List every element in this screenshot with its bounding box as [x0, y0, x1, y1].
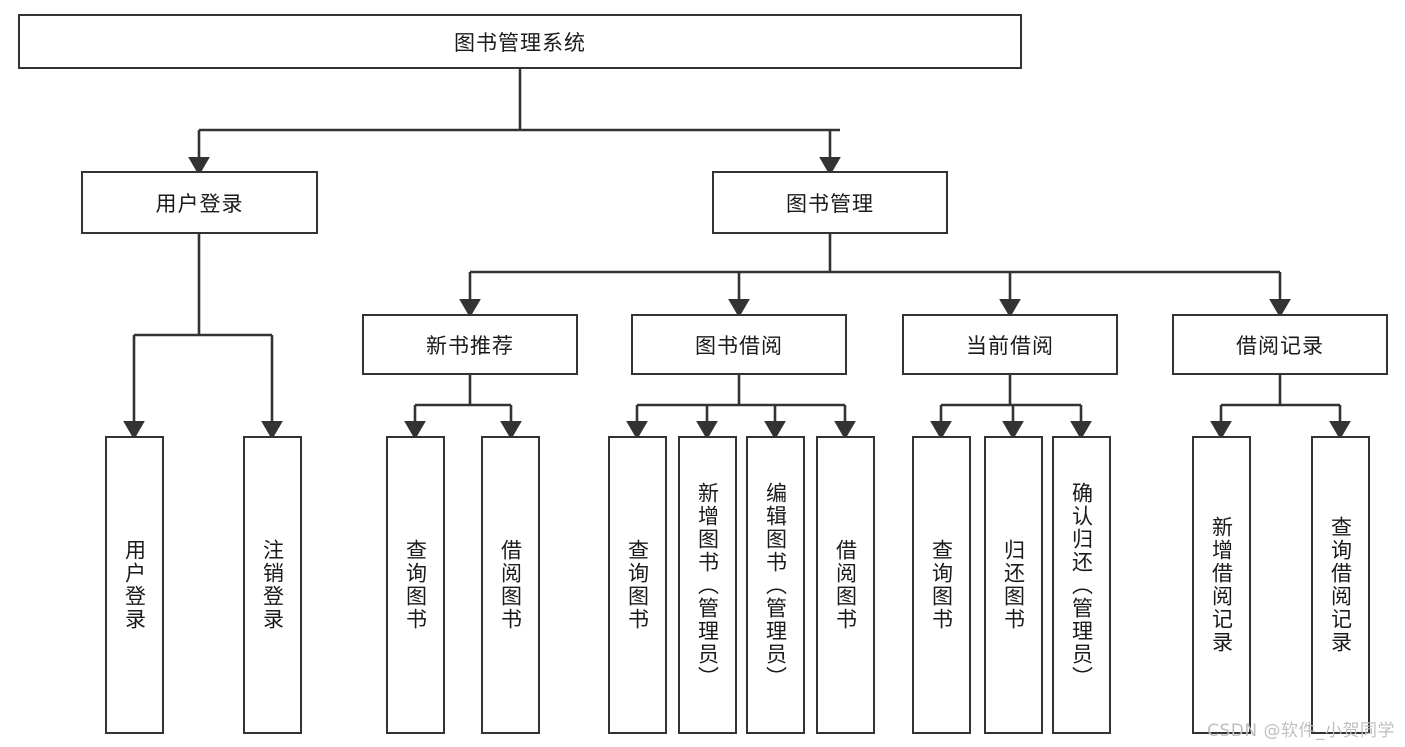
- node-leaf-add-book-label: 新增图书（管理员）: [695, 481, 720, 689]
- node-book-manage[interactable]: 图书管理: [712, 171, 948, 234]
- node-leaf-logout-label: 注销登录: [260, 539, 285, 631]
- node-new-book-recommend-label: 新书推荐: [426, 333, 514, 358]
- node-user-login-label: 用户登录: [155, 191, 244, 216]
- node-leaf-confirm-return-label: 确认归还（管理员）: [1069, 481, 1094, 689]
- node-current-borrow[interactable]: 当前借阅: [902, 314, 1118, 375]
- node-leaf-add-borrow-record[interactable]: 新增借阅记录: [1192, 436, 1251, 734]
- node-leaf-add-book[interactable]: 新增图书（管理员）: [678, 436, 737, 734]
- node-borrow-record-label: 借阅记录: [1236, 333, 1324, 358]
- node-new-book-recommend[interactable]: 新书推荐: [362, 314, 578, 375]
- node-root[interactable]: 图书管理系统: [18, 14, 1022, 69]
- node-leaf-query-book-current-label: 查询图书: [929, 539, 954, 631]
- node-borrow-record[interactable]: 借阅记录: [1172, 314, 1388, 375]
- node-user-login[interactable]: 用户登录: [81, 171, 318, 234]
- node-leaf-borrow-book-recommend-label: 借阅图书: [498, 539, 523, 631]
- node-leaf-return-book-label: 归还图书: [1001, 539, 1026, 631]
- node-root-label: 图书管理系统: [454, 30, 586, 55]
- node-leaf-borrow-book-label: 借阅图书: [833, 539, 858, 631]
- watermark-text: CSDN @软件_小贺同学: [1207, 721, 1395, 741]
- node-leaf-edit-book[interactable]: 编辑图书（管理员）: [746, 436, 805, 734]
- node-leaf-user-login-label: 用户登录: [122, 539, 147, 631]
- node-leaf-query-borrow-record-label: 查询借阅记录: [1328, 516, 1353, 654]
- node-current-borrow-label: 当前借阅: [966, 333, 1054, 358]
- node-leaf-confirm-return[interactable]: 确认归还（管理员）: [1052, 436, 1111, 734]
- node-book-borrow-label: 图书借阅: [695, 333, 783, 358]
- node-leaf-query-book-recommend[interactable]: 查询图书: [386, 436, 445, 734]
- node-leaf-edit-book-label: 编辑图书（管理员）: [763, 481, 788, 689]
- node-leaf-query-book-borrow[interactable]: 查询图书: [608, 436, 667, 734]
- node-leaf-borrow-book[interactable]: 借阅图书: [816, 436, 875, 734]
- node-leaf-add-borrow-record-label: 新增借阅记录: [1209, 516, 1234, 654]
- node-leaf-logout[interactable]: 注销登录: [243, 436, 302, 734]
- node-book-manage-label: 图书管理: [786, 191, 874, 216]
- node-leaf-return-book[interactable]: 归还图书: [984, 436, 1043, 734]
- node-book-borrow[interactable]: 图书借阅: [631, 314, 847, 375]
- node-leaf-query-borrow-record[interactable]: 查询借阅记录: [1311, 436, 1370, 734]
- node-leaf-query-book-recommend-label: 查询图书: [403, 539, 428, 631]
- node-leaf-query-book-current[interactable]: 查询图书: [912, 436, 971, 734]
- node-leaf-query-book-borrow-label: 查询图书: [625, 539, 650, 631]
- node-leaf-borrow-book-recommend[interactable]: 借阅图书: [481, 436, 540, 734]
- node-leaf-user-login[interactable]: 用户登录: [105, 436, 164, 734]
